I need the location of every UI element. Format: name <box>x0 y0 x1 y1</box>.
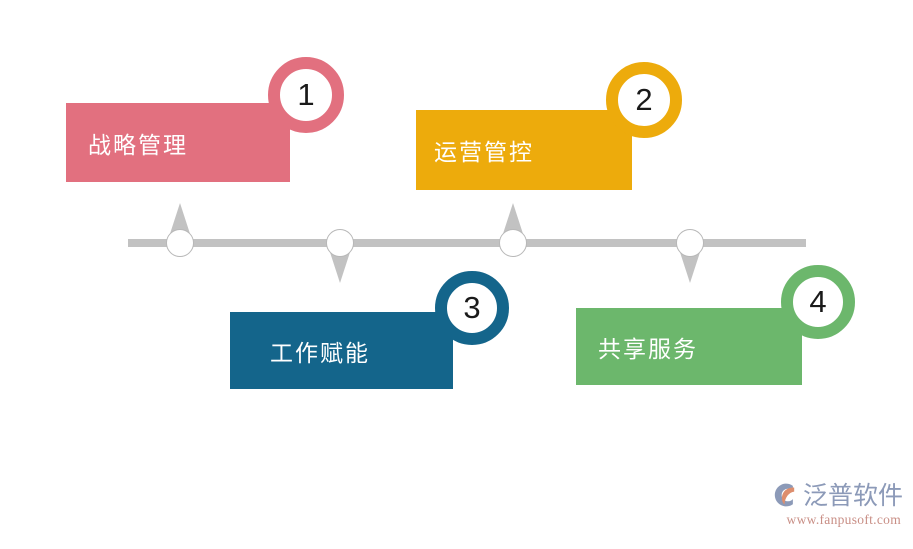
step-number-1: 1 <box>297 76 315 112</box>
step-badge-2[interactable]: 2 <box>606 62 682 138</box>
watermark-url-text: www.fanpusoft.com <box>786 512 901 527</box>
step-box-1[interactable]: 战略管理 <box>66 103 290 182</box>
step-number-3: 3 <box>463 289 481 325</box>
timeline-node-3[interactable] <box>499 229 527 257</box>
step-badge-1[interactable]: 1 <box>268 57 344 133</box>
step-badge-4[interactable]: 4 <box>781 265 855 339</box>
step-label-4: 共享服务 <box>598 336 698 363</box>
timeline-node-4[interactable] <box>676 229 704 257</box>
step-number-2: 2 <box>635 81 653 117</box>
fanpu-logo-icon <box>771 481 799 509</box>
step-box-3[interactable]: 工作赋能 <box>230 312 453 389</box>
watermark-brand-row: 泛普软件 <box>743 481 903 509</box>
step-number-4: 4 <box>809 283 827 319</box>
step-box-4[interactable]: 共享服务 <box>576 308 802 385</box>
timeline-node-2[interactable] <box>326 229 354 257</box>
timeline-line <box>128 239 806 247</box>
watermark-brand-text: 泛普软件 <box>802 480 903 510</box>
step-badge-3[interactable]: 3 <box>435 271 509 345</box>
timeline-node-1[interactable] <box>166 229 194 257</box>
step-label-1: 战略管理 <box>88 132 188 159</box>
watermark: 泛普软件 www.fanpusoft.com <box>743 481 903 541</box>
step-box-2[interactable]: 运营管控 <box>416 110 632 190</box>
step-label-3: 工作赋能 <box>270 340 370 367</box>
step-label-2: 运营管控 <box>434 140 534 166</box>
